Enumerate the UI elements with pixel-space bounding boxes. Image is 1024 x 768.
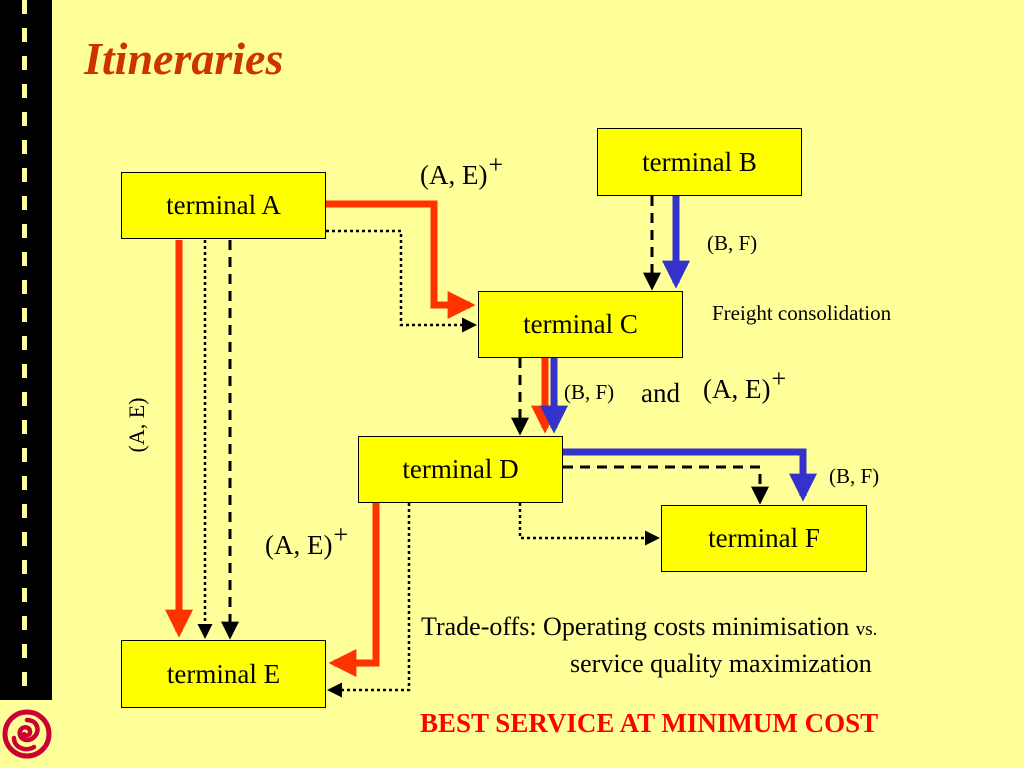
tradeoffs-line-2: service quality maximization <box>570 649 872 678</box>
terminal-c-box: terminal C <box>478 291 683 358</box>
flow-label-ae-bottom-text: (A, E) <box>265 530 333 560</box>
slide-title: Itineraries <box>84 33 284 84</box>
terminal-c-label: terminal C <box>523 309 638 339</box>
terminal-e-box: terminal E <box>121 640 326 708</box>
terminal-a-box: terminal A <box>121 172 326 239</box>
flow-label-ae-mid-text: (A, E) <box>703 374 771 404</box>
dashed-arrow-d-to-f <box>563 465 769 505</box>
red-arrow-a-to-c <box>326 200 476 319</box>
flow-label-ae-mid-plus: + <box>771 364 787 393</box>
blue-arrow-d-to-f <box>563 448 817 502</box>
left-dashed-stripe <box>0 0 52 700</box>
terminal-b-label: terminal B <box>642 146 757 177</box>
dotted-arrow-d-to-e <box>327 503 411 698</box>
dotted-arrow-d-to-f <box>518 503 660 546</box>
tradeoffs-vs: vs. <box>855 619 878 640</box>
red-arrow-d-to-e <box>328 503 380 677</box>
flow-label-ae-top: (A, E) + <box>420 152 503 191</box>
dotted-arrow-a-to-c <box>326 229 477 333</box>
flow-label-bf-c: (B, F) <box>564 380 615 404</box>
flow-label-bf-b: (B, F) <box>707 231 758 255</box>
tradeoffs-line-1: Trade-offs: Operating costs minimisation… <box>421 612 877 642</box>
flow-label-ae-mid: (A, E) + <box>703 366 786 405</box>
flow-label-ae-top-plus: + <box>488 150 504 179</box>
tradeoffs-line-1-text: Trade-offs: Operating costs minimisation <box>421 612 850 641</box>
spiral-logo-icon <box>2 709 52 759</box>
terminal-a-label: terminal A <box>166 190 281 220</box>
flow-label-bf-d: (B, F) <box>829 464 880 488</box>
flow-label-ae-left: (A, E) <box>124 397 149 453</box>
flow-label-ae-bottom-plus: + <box>333 520 349 549</box>
flow-label-ae-top-text: (A, E) <box>420 160 488 190</box>
terminal-f-box: terminal F <box>661 505 867 572</box>
terminal-f-label: terminal F <box>708 523 820 553</box>
freight-consolidation-label: Freight consolidation <box>712 301 892 325</box>
terminal-e-label: terminal E <box>166 658 281 689</box>
terminal-d-label: terminal D <box>402 454 519 484</box>
flow-label-ae-bottom: (A, E) + <box>265 522 348 561</box>
flow-label-and: and <box>641 378 680 408</box>
terminal-b-box: terminal B <box>597 128 802 196</box>
terminal-d-box: terminal D <box>358 436 563 503</box>
best-service-banner: BEST SERVICE AT MINIMUM COST <box>420 708 879 738</box>
